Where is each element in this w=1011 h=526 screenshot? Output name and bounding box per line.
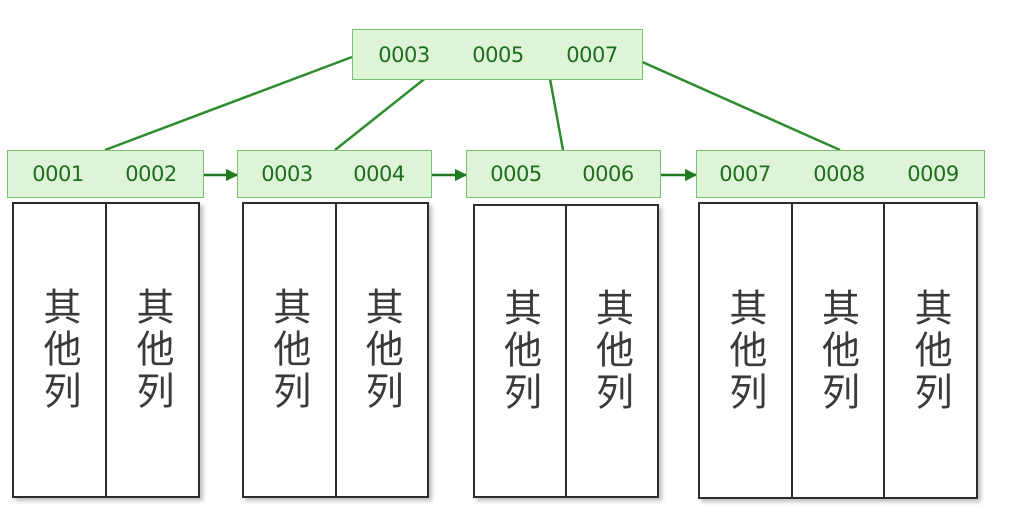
leaf-key: 0001 — [32, 162, 84, 186]
column-label: 其他列 — [266, 287, 311, 413]
root-key: 0003 — [378, 42, 430, 67]
leaf-data-rows: 其他列 其他列 — [12, 202, 200, 498]
leaf-data-rows: 其他列 其他列 — [473, 204, 659, 498]
data-column: 其他列 — [567, 206, 657, 496]
leaf-key: 0002 — [125, 162, 177, 186]
leaf-key: 0003 — [261, 162, 313, 186]
data-column: 其他列 — [793, 204, 886, 497]
leaf-data-rows: 其他列 其他列 — [242, 202, 429, 498]
data-column: 其他列 — [885, 204, 976, 497]
leaf-node: 0005 0006 — [466, 150, 661, 198]
leaf-key: 0009 — [907, 162, 959, 186]
column-label: 其他列 — [37, 287, 81, 413]
root-node: 0003 0005 0007 — [352, 29, 643, 80]
leaf-node: 0001 0002 — [7, 150, 204, 198]
data-column: 其他列 — [107, 204, 198, 496]
leaf-key: 0005 — [490, 162, 542, 186]
column-label: 其他列 — [497, 288, 542, 414]
data-column: 其他列 — [337, 204, 428, 496]
leaf-data-rows: 其他列 其他列 其他列 — [698, 202, 978, 499]
column-label: 其他列 — [815, 287, 860, 414]
data-column: 其他列 — [475, 206, 567, 496]
link-root-leaf-4 — [630, 55, 841, 152]
leaf-key: 0004 — [353, 162, 405, 186]
column-label: 其他列 — [589, 288, 634, 414]
root-key: 0005 — [472, 42, 524, 67]
leaf-node: 0007 0008 0009 — [696, 150, 985, 198]
data-column: 其他列 — [244, 204, 337, 496]
link-root-leaf-1 — [104, 55, 353, 152]
column-label: 其他列 — [130, 287, 174, 413]
column-label: 其他列 — [908, 287, 953, 414]
leaf-key: 0006 — [582, 162, 634, 186]
column-label: 其他列 — [359, 287, 404, 413]
root-key: 0007 — [566, 42, 618, 67]
leaf-node: 0003 0004 — [237, 150, 432, 198]
leaf-key: 0008 — [813, 162, 865, 186]
column-label: 其他列 — [722, 287, 767, 414]
data-column: 其他列 — [14, 204, 107, 496]
data-column: 其他列 — [700, 204, 793, 497]
leaf-key: 0007 — [719, 162, 771, 186]
